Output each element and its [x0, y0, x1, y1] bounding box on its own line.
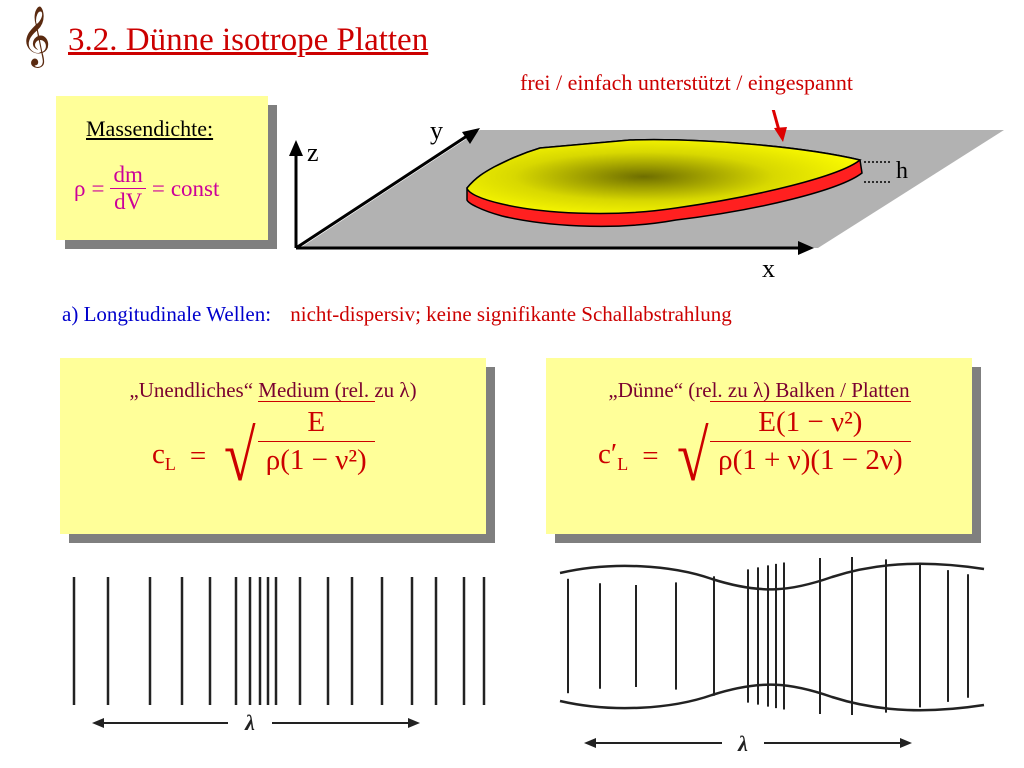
fraction-numerator: dm	[113, 162, 143, 187]
longitudinal-waves-line: a) Longitudinale Wellen: nicht-dispersiv…	[62, 302, 732, 327]
longitudinal-wave-diagram-thin-beam: λ	[559, 557, 985, 755]
density-label: Massendichte:	[86, 116, 214, 141]
plate-top-surface	[466, 138, 862, 215]
longitudinal-wave-diagram-infinite: λ	[72, 577, 486, 735]
infinite-medium-title: „Unendliches“ Medium (rel. zu λ)	[129, 378, 417, 402]
density-box: Massendichte: ρ = dm dV = const	[56, 96, 268, 240]
fraction-numerator: E(1 − ν²)	[758, 406, 863, 438]
support-conditions-label: frei / einfach unterstützt / eingespannt	[520, 70, 853, 95]
fraction-numerator: E	[307, 406, 326, 438]
fraction-denominator: ρ(1 + ν)(1 − 2ν)	[718, 444, 903, 476]
thin-beam-formula: c′L = √ E(1 − ν²) ρ(1 + ν)(1 − 2ν)	[598, 401, 911, 496]
fraction-denominator: ρ(1 − ν²)	[265, 444, 367, 476]
sqrt-sign: √	[676, 416, 709, 496]
equals-sign: =	[91, 175, 105, 201]
wave-lines-group	[72, 577, 486, 705]
fraction: E ρ(1 − ν²)	[257, 401, 375, 477]
infinite-medium-box: „Unendliches“ Medium (rel. zu λ) cL = √ …	[60, 358, 486, 534]
longitudinal-waves-description: nicht-dispersiv; keine signifikante Scha…	[290, 302, 732, 326]
sqrt-sign: √	[224, 416, 256, 496]
wavelength-label: λ	[244, 710, 255, 735]
plate-diagram	[289, 110, 1004, 255]
treble-clef-icon: 𝄞	[20, 6, 51, 66]
thickness-label: h	[896, 158, 908, 184]
wavelength-label: λ	[737, 731, 748, 755]
const-label: const	[170, 175, 220, 201]
equals-sign: =	[642, 439, 659, 472]
equals-sign: =	[151, 175, 165, 201]
wavelength-arrowhead-right	[900, 738, 912, 748]
page-title: 3.2. Dünne isotrope Platten	[68, 22, 429, 58]
infinite-medium-formula: cL = √ E ρ(1 − ν²)	[152, 401, 375, 496]
density-formula: ρ = dm dV = const	[74, 162, 219, 215]
fraction-bar	[710, 441, 911, 442]
axis-label-z: z	[307, 138, 319, 167]
support-pointer-arrowhead	[774, 127, 787, 142]
axis-label-x: x	[762, 254, 775, 283]
longitudinal-waves-label: a) Longitudinale Wellen:	[62, 302, 272, 326]
wave-speed-symbol: cL	[152, 437, 176, 474]
wavelength-arrowhead-left	[92, 718, 104, 728]
fraction-denominator: dV	[114, 189, 143, 214]
fraction: E(1 − ν²) ρ(1 + ν)(1 − 2ν)	[710, 401, 911, 477]
beam-lines-group	[567, 557, 969, 715]
wave-speed-symbol: c′L	[598, 437, 629, 474]
fraction: dm dV	[110, 162, 146, 215]
equals-sign: =	[189, 439, 207, 472]
wavelength-arrowhead-left	[584, 738, 596, 748]
z-axis-arrowhead	[289, 140, 303, 156]
fraction-bar	[257, 441, 375, 442]
wavelength-arrowhead-right	[408, 718, 420, 728]
thin-beam-title: „Dünne“ (rel. zu λ) Balken / Platten	[608, 378, 910, 402]
thin-beam-box: „Dünne“ (rel. zu λ) Balken / Platten c′L…	[546, 358, 972, 534]
y-axis-arrowhead	[462, 128, 480, 144]
axis-label-y: y	[430, 116, 443, 145]
y-axis	[295, 132, 471, 250]
x-axis-arrowhead	[798, 241, 814, 255]
fraction-bar	[110, 188, 146, 189]
rho-symbol: ρ	[74, 175, 86, 201]
